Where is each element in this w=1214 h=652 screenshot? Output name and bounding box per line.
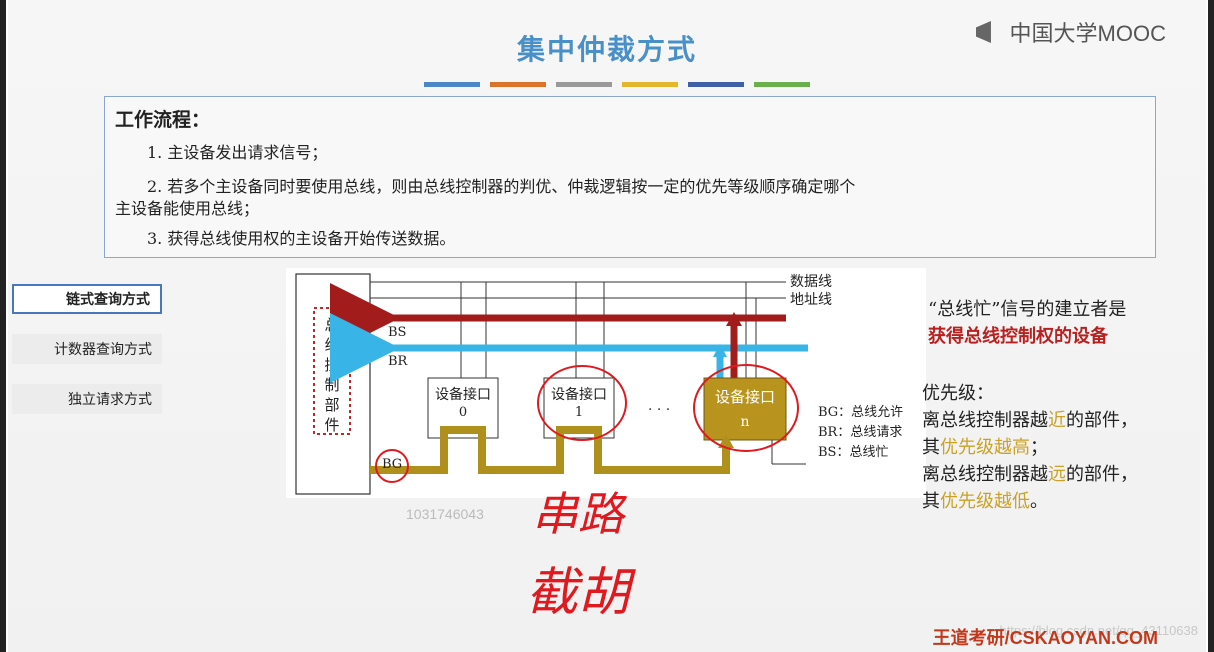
title-stripe-0 <box>424 82 480 87</box>
title-stripe-3 <box>622 82 678 87</box>
bs-label: BS <box>388 325 406 340</box>
legend-bs: BS：总线忙 <box>818 445 888 460</box>
controller-label-char: 总 <box>324 316 339 334</box>
device-1-number: 1 <box>575 405 583 420</box>
priority-line-4: 其优先级越低。 <box>922 491 1048 512</box>
controller-label-char: 件 <box>324 416 339 434</box>
priority-line-3: 离总线控制器越远的部件， <box>922 464 1138 485</box>
legend-br: BR：总线请求 <box>818 425 902 440</box>
busy-note: “总线忙”信号的建立者是 获得总线控制权的设备 <box>928 296 1126 350</box>
workflow-heading: 工作流程： <box>115 109 211 131</box>
workflow-step-2-cont: 主设备能使用总线； <box>115 199 260 218</box>
title-stripe-1 <box>490 82 546 87</box>
workflow-step-1: 1. 主设备发出请求信号； <box>147 143 328 162</box>
device-n-number: n <box>740 414 749 430</box>
priority-line-2: 其优先级越高； <box>922 437 1048 458</box>
handwriting-line-1: 串路 <box>532 487 628 541</box>
brand-footer: 王道考研/CSKAOYAN.COM <box>932 628 1158 648</box>
title-stripes <box>424 82 810 87</box>
controller-label-char: 线 <box>324 336 339 354</box>
title-stripe-2 <box>556 82 612 87</box>
device-n-label: 设备接口 <box>715 388 775 406</box>
priority-heading: 优先级： <box>922 383 994 404</box>
logo-text: 中国大学MOOC <box>1009 21 1166 46</box>
mooc-logo-icon <box>975 21 991 43</box>
sidenav-item-chain[interactable]: 链式查询方式 <box>12 284 162 314</box>
title-stripe-5 <box>754 82 810 87</box>
legend-bg: BG：总线允许 <box>818 404 903 420</box>
mooc-logo: 中国大学MOOC <box>975 16 1166 48</box>
bg-label: BG <box>382 457 402 472</box>
device-1-label: 设备接口 <box>551 386 607 403</box>
bg-annotation-circle <box>375 449 409 483</box>
bg-chain-line <box>370 426 730 474</box>
controller-label-char: 控 <box>324 356 339 374</box>
sidenav-item-counter[interactable]: 计数器查询方式 <box>12 334 162 364</box>
device-n-annotation-circle <box>693 364 799 452</box>
device-1-annotation-circle <box>537 365 627 441</box>
device-0-number: 0 <box>459 405 467 420</box>
window-frame-right <box>1208 0 1214 652</box>
busy-note-line-1: “总线忙”信号的建立者是 <box>928 299 1127 320</box>
workflow-step-3: 3. 获得总线使用权的主设备开始传送数据。 <box>147 229 456 248</box>
ellipsis: · · · <box>648 402 670 418</box>
device-interface-n <box>703 377 787 441</box>
address-line-label: 地址线 <box>790 292 832 308</box>
user-watermark: 1031746043 <box>406 506 484 522</box>
priority-note: 优先级： 离总线控制器越近的部件， 其优先级越高； 离总线控制器越远的部件， 其… <box>922 380 1138 515</box>
window-frame-left <box>0 0 6 652</box>
workflow-box: 工作流程： 1. 主设备发出请求信号； 2. 若多个主设备同时要使用总线，则由总… <box>104 96 1156 258</box>
device-0-label: 设备接口 <box>435 386 491 403</box>
workflow-step-2: 2. 若多个主设备同时要使用总线，则由总线控制器的判优、仲裁逻辑按一定的优先等级… <box>147 177 856 196</box>
handwriting-line-2: 截胡 <box>526 563 636 623</box>
csdn-watermark: https://blog.csdn.net/qq_43110638 <box>999 623 1198 638</box>
title-stripe-4 <box>688 82 744 87</box>
controller-label-char: 制 <box>324 376 339 394</box>
busy-note-line-2: 获得总线控制权的设备 <box>928 326 1108 347</box>
data-line-label: 数据线 <box>790 274 832 290</box>
slide-title: 集中仲裁方式 <box>516 33 697 66</box>
slide: 集中仲裁方式 中国大学MOOC 工作流程： 1. 主设备发出请求信号； 2. 若… <box>8 0 1206 652</box>
sidenav-item-independent[interactable]: 独立请求方式 <box>12 384 162 414</box>
priority-line-1: 离总线控制器越近的部件， <box>922 410 1138 431</box>
br-label: BR <box>388 354 409 369</box>
controller-label-char: 部 <box>324 396 339 414</box>
